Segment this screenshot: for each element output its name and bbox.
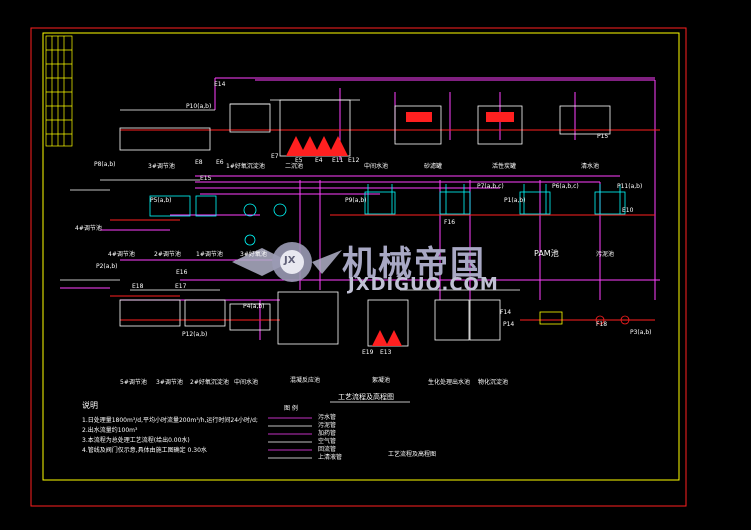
legend-title: 工艺流程及高程图 bbox=[338, 393, 394, 401]
note-line: 2.出水流量约100m³ bbox=[82, 427, 138, 434]
watermark-logo bbox=[232, 242, 342, 282]
legend-row: 回流管 bbox=[318, 446, 337, 453]
watermark-subtitle: JXDIGUO.COM bbox=[348, 274, 499, 295]
watermark-title: 机械帝国 bbox=[342, 244, 486, 284]
bottom-tanks bbox=[119, 291, 501, 347]
legend-row: 上清液管 bbox=[318, 454, 343, 461]
equipment-label: E6 bbox=[216, 159, 224, 166]
equipment-label: E13 bbox=[380, 349, 392, 356]
tank-label: 物化沉淀池 bbox=[478, 379, 509, 386]
pump-label: P14 bbox=[503, 321, 515, 328]
equipment-label: E15 bbox=[200, 175, 212, 182]
tank-label: 絮凝池 bbox=[372, 377, 391, 384]
pump-label: P2(a,b) bbox=[96, 263, 118, 270]
tank-label: 5#调节池 bbox=[120, 379, 147, 386]
pump-label: P3(a,b) bbox=[630, 329, 652, 336]
drawing-name: 工艺流程及高程图 bbox=[388, 451, 437, 458]
note-line: 4.管线及阀门仅示意,具体由施工图确定 0.30水 bbox=[82, 447, 207, 454]
aeration-diffusers-top bbox=[286, 136, 348, 156]
pump-label: P10(a,b) bbox=[186, 103, 212, 110]
equipment-label: E12 bbox=[348, 157, 360, 164]
outer-frame bbox=[30, 27, 687, 507]
tank-label: 4#调节池 bbox=[108, 251, 135, 258]
legend-row: 空气管 bbox=[318, 438, 337, 445]
magenta-pipes bbox=[60, 77, 660, 340]
dosing-boxes bbox=[149, 191, 626, 217]
legend-row: 加药管 bbox=[318, 430, 337, 437]
equipment-label: E4 bbox=[315, 157, 323, 164]
tank-label: 清水池 bbox=[581, 163, 600, 170]
right-pumps bbox=[539, 311, 630, 325]
legend-row: 污泥管 bbox=[318, 422, 337, 429]
note-line: 1.日处理量1800m³/d,平均小时流量200m³/h,运行时间24小时/d; bbox=[82, 417, 258, 424]
blowers bbox=[243, 203, 287, 246]
tank-label: 1#好氧沉淀池 bbox=[226, 163, 265, 170]
top-tanks bbox=[119, 99, 611, 157]
tank-label: 4#调节池 bbox=[75, 225, 102, 232]
tank-label: 1#调节池 bbox=[196, 251, 223, 258]
equipment-label: F16 bbox=[444, 219, 456, 226]
equipment-label: E14 bbox=[214, 81, 226, 88]
tank-label: 2#调节池 bbox=[154, 251, 181, 258]
tank-label: 砂滤罐 bbox=[424, 163, 443, 170]
equipment-label: F14 bbox=[500, 309, 512, 316]
equipment-label: E19 bbox=[362, 349, 374, 356]
watermark-logo-letters: JX bbox=[284, 255, 296, 266]
equipment-label: E10 bbox=[622, 207, 634, 214]
equipment-label: E7 bbox=[271, 153, 279, 160]
pump-label: P15 bbox=[597, 133, 609, 140]
pump-label: P11(a,b) bbox=[617, 183, 643, 190]
equipment-label: F18 bbox=[596, 321, 608, 328]
left-title-strip bbox=[45, 35, 73, 147]
pump-label: P9(a,b) bbox=[345, 197, 367, 204]
tank-label: 2#好氧沉淀池 bbox=[190, 379, 229, 386]
cyan-lines bbox=[367, 184, 621, 214]
pump-label: P5(a,b) bbox=[150, 197, 172, 204]
tank-label: 中间水池 bbox=[364, 163, 389, 170]
sand-filter-block bbox=[406, 112, 432, 122]
equipment-label: E18 bbox=[132, 283, 144, 290]
tank-label: 二沉池 bbox=[285, 163, 304, 170]
pump-label: P7(a,b,c) bbox=[477, 183, 504, 190]
tank-label: 3#调节池 bbox=[156, 379, 183, 386]
tank-label: 3#调节池 bbox=[148, 163, 175, 170]
legend-row: 污水管 bbox=[318, 414, 337, 421]
tank-label: 3#好氧池 bbox=[240, 251, 267, 258]
pump-label: P6(a,b,c) bbox=[552, 183, 579, 190]
equipment-label: E11 bbox=[332, 157, 344, 164]
note-line: 3.本流程为总处理工艺流程(给出0.00水) bbox=[82, 437, 190, 444]
tank-label: PAM池 bbox=[534, 249, 559, 258]
pump-label: P8(a,b) bbox=[94, 161, 116, 168]
tank-label: 混凝反应池 bbox=[290, 377, 321, 384]
pump-label: P12(a,b) bbox=[182, 331, 208, 338]
legend-lines bbox=[268, 417, 312, 459]
tank-label: 中间水池 bbox=[234, 379, 259, 386]
equipment-label: E17 bbox=[175, 283, 187, 290]
pump-label: P1(a,b) bbox=[504, 197, 526, 204]
legend-header: 图 例 bbox=[284, 405, 298, 412]
inner-frame bbox=[42, 32, 680, 481]
pump-label: P4(a,b) bbox=[243, 303, 265, 310]
carbon-filter-block bbox=[486, 112, 514, 122]
equipment-label: E8 bbox=[195, 159, 203, 166]
tank-label: 污泥池 bbox=[596, 251, 615, 258]
equipment-label: E16 bbox=[176, 269, 188, 276]
aeration-diffusers-bottom bbox=[372, 330, 402, 346]
notes-heading: 说明 bbox=[82, 401, 98, 410]
tank-label: 活性炭罐 bbox=[492, 163, 517, 170]
equipment-label: E5 bbox=[295, 157, 303, 164]
tank-label: 生化处理出水池 bbox=[428, 379, 471, 386]
